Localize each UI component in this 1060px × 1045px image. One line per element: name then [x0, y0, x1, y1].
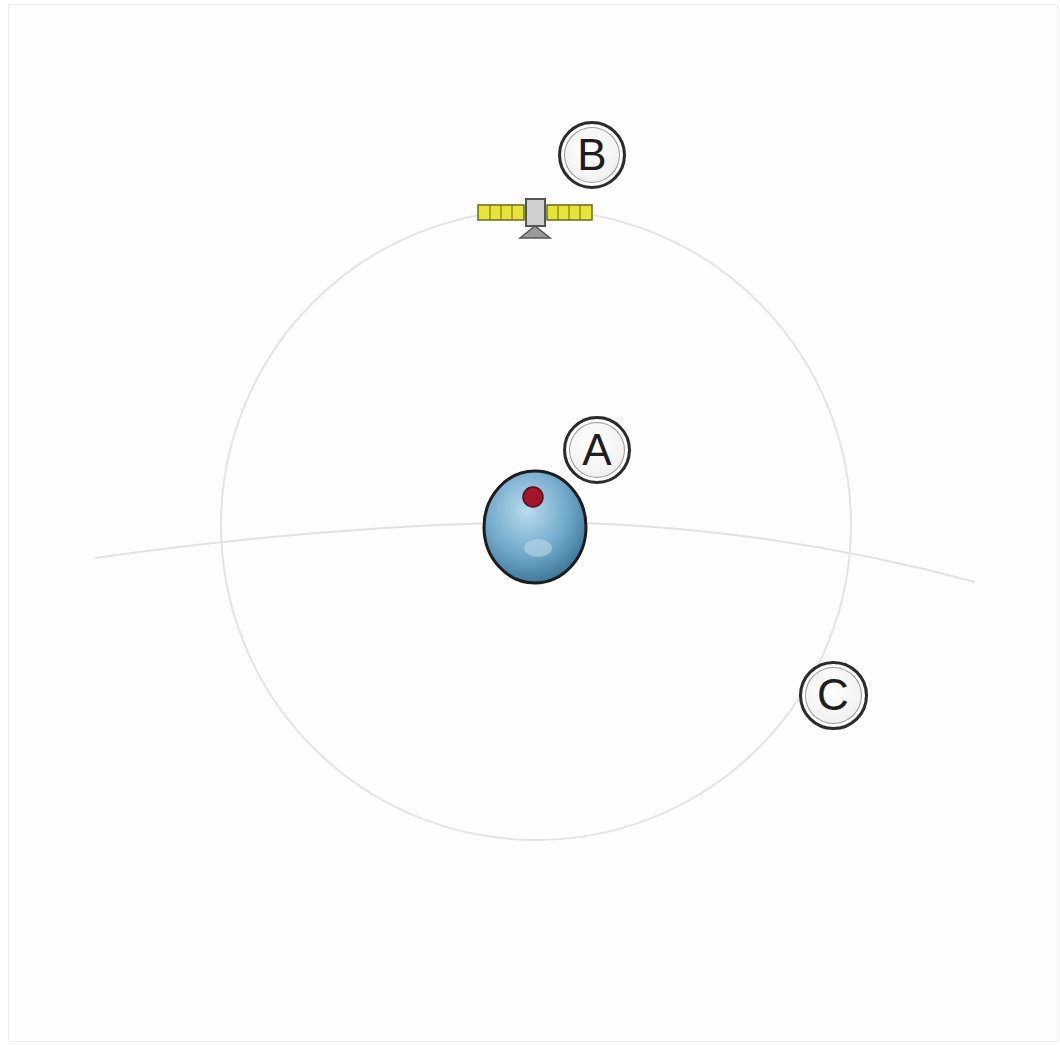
- earth-highlight: [524, 539, 552, 557]
- callout-letter: A: [582, 428, 611, 472]
- callout-circle: B: [558, 121, 626, 189]
- callout-circle: C: [799, 661, 868, 730]
- ground-station-dot: [523, 487, 543, 507]
- orbit-circle: [221, 210, 851, 840]
- callout-letter: B: [577, 133, 606, 177]
- satellite-icon: [478, 199, 592, 238]
- callout-circle: A: [563, 416, 631, 484]
- earth-globe: [484, 471, 586, 583]
- callout-letter: C: [817, 673, 849, 717]
